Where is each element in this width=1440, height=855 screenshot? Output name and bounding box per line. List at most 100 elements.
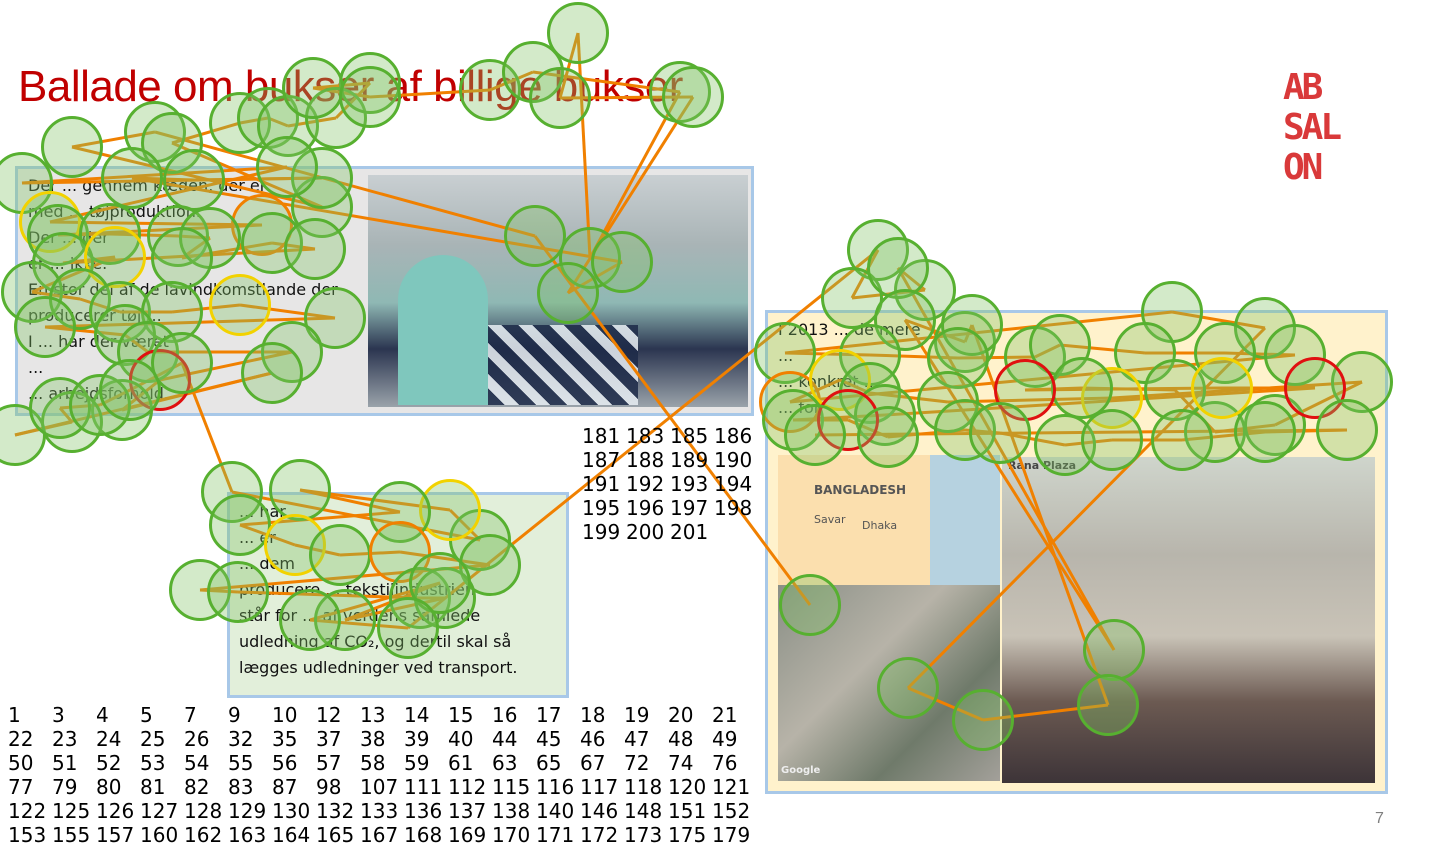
gaze-fixation-number: 167 — [360, 823, 399, 847]
text-line: I ... har der været — [28, 332, 169, 351]
saccade-line — [850, 249, 880, 299]
gaze-fixation-circle — [141, 112, 203, 174]
map-credit: Google — [781, 765, 821, 776]
text-line: ... arbejdsforhold. — [28, 384, 169, 403]
gaze-fixation-number: 72 — [624, 751, 650, 775]
text-line: ... konkret ... — [778, 372, 879, 391]
gaze-fixation-number: 24 — [96, 727, 122, 751]
fabric-pile — [488, 325, 638, 405]
gaze-fixation-number: 172 — [580, 823, 619, 847]
gaze-fixation-number: 198 — [714, 496, 753, 520]
gaze-fixation-number: 130 — [272, 799, 311, 823]
gaze-fixation-number: 52 — [96, 751, 122, 775]
gaze-fixation-number: 56 — [272, 751, 298, 775]
gaze-fixation-number: 45 — [536, 727, 562, 751]
gaze-fixation-number: 190 — [714, 448, 753, 472]
text-line: ... — [778, 346, 794, 365]
text-box-body: ... har ... er ... dem producere ... tek… — [239, 499, 559, 681]
gaze-fixation-number: 49 — [712, 727, 738, 751]
gaze-fixation-number: 38 — [360, 727, 386, 751]
map-city-label: Savar — [814, 513, 846, 526]
gaze-fixation-number: 179 — [712, 823, 751, 847]
gaze-fixation-number: 127 — [140, 799, 179, 823]
gaze-fixation-number: 181 — [582, 424, 621, 448]
gaze-fixation-number: 3 — [52, 703, 65, 727]
gaze-fixation-number: 125 — [52, 799, 91, 823]
gaze-fixation-number: 116 — [536, 775, 575, 799]
gaze-fixation-number: 148 — [624, 799, 663, 823]
text-line: med ... tøjproduktion. — [28, 202, 201, 221]
gaze-fixation-number: 47 — [624, 727, 650, 751]
gaze-fixation-number: 160 — [140, 823, 179, 847]
worker-figure — [398, 255, 488, 405]
text-line: producere ... tekstilindustrien — [239, 580, 475, 599]
gaze-fixation-number: 128 — [184, 799, 223, 823]
satellite-image — [778, 585, 1000, 781]
gaze-fixation-number: 46 — [580, 727, 606, 751]
gaze-fixation-number: 185 — [670, 424, 709, 448]
gaze-fixation-number: 187 — [582, 448, 621, 472]
text-line: udledning af CO₂, og dertil skal så — [239, 632, 512, 651]
rana-plaza-collapse-photo: Rana Plaza — [1002, 457, 1375, 783]
gaze-fixation-number: 74 — [668, 751, 694, 775]
gaze-fixation-number: 164 — [272, 823, 311, 847]
saccade-line — [897, 266, 926, 292]
gaze-fixation-number: 20 — [668, 703, 694, 727]
gaze-fixation-number: 81 — [140, 775, 166, 799]
gaze-fixation-number: 80 — [96, 775, 122, 799]
gaze-fixation-number: 40 — [448, 727, 474, 751]
logo-line: AB — [1283, 67, 1323, 108]
gaze-fixation-number: 171 — [536, 823, 575, 847]
gaze-fixation-circle — [867, 237, 929, 299]
gaze-fixation-number: 10 — [272, 703, 298, 727]
gaze-fixation-number: 54 — [184, 751, 210, 775]
gaze-fixation-number: 153 — [8, 823, 47, 847]
gaze-fixation-number: 132 — [316, 799, 355, 823]
gaze-fixation-number: 183 — [626, 424, 665, 448]
gaze-fixation-number: 7 — [184, 703, 197, 727]
gaze-fixation-number: 76 — [712, 751, 738, 775]
saccade-line — [239, 116, 269, 125]
text-line: ... — [28, 358, 44, 377]
gaze-fixation-number: 165 — [316, 823, 355, 847]
gaze-fixation-number: 151 — [668, 799, 707, 823]
gaze-fixation-circle — [547, 2, 609, 64]
text-line: er ... ikke. — [28, 254, 108, 273]
gaze-fixation-number: 168 — [404, 823, 443, 847]
gaze-fixation-number: 121 — [712, 775, 751, 799]
page-number: 7 — [1375, 810, 1384, 827]
gaze-fixation-number: 169 — [448, 823, 487, 847]
gaze-fixation-number: 138 — [492, 799, 531, 823]
gaze-fixation-number: 200 — [626, 520, 665, 544]
gaze-fixation-number: 21 — [712, 703, 738, 727]
gaze-fixation-number: 129 — [228, 799, 267, 823]
gaze-fixation-number: 77 — [8, 775, 34, 799]
gaze-fixation-number: 188 — [626, 448, 665, 472]
gaze-fixation-number: 157 — [96, 823, 135, 847]
saccade-line — [171, 121, 241, 145]
text-box-body: I 2013 ... de mere ... ... konkret ... .… — [778, 317, 1378, 421]
gaze-fixation-number: 112 — [448, 775, 487, 799]
gaze-fixation-number: 82 — [184, 775, 210, 799]
gaze-fixation-number: 57 — [316, 751, 342, 775]
gaze-fixation-number: 17 — [536, 703, 562, 727]
gaze-fixation-number: 12 — [316, 703, 342, 727]
gaze-fixation-number: 51 — [52, 751, 78, 775]
gaze-fixation-number: 14 — [404, 703, 430, 727]
gaze-fixation-number: 39 — [404, 727, 430, 751]
gaze-fixation-number: 175 — [668, 823, 707, 847]
absalon-logo: AB SAL ON — [1283, 68, 1393, 188]
gaze-fixation-number: 50 — [8, 751, 34, 775]
map-sea — [930, 455, 1000, 585]
text-line: står for ... af verdens samlede — [239, 606, 481, 625]
gaze-fixation-number: 5 — [140, 703, 153, 727]
text-line: ... dem — [239, 554, 295, 573]
gaze-fixation-number: 55 — [228, 751, 254, 775]
text-box-production: Der ... gennem kæden, der er med ... tøj… — [15, 166, 754, 416]
gaze-fixation-number: 189 — [670, 448, 709, 472]
gaze-fixation-number: 83 — [228, 775, 254, 799]
saccade-line — [14, 420, 73, 437]
text-box-co2: ... har ... er ... dem producere ... tek… — [227, 492, 569, 698]
